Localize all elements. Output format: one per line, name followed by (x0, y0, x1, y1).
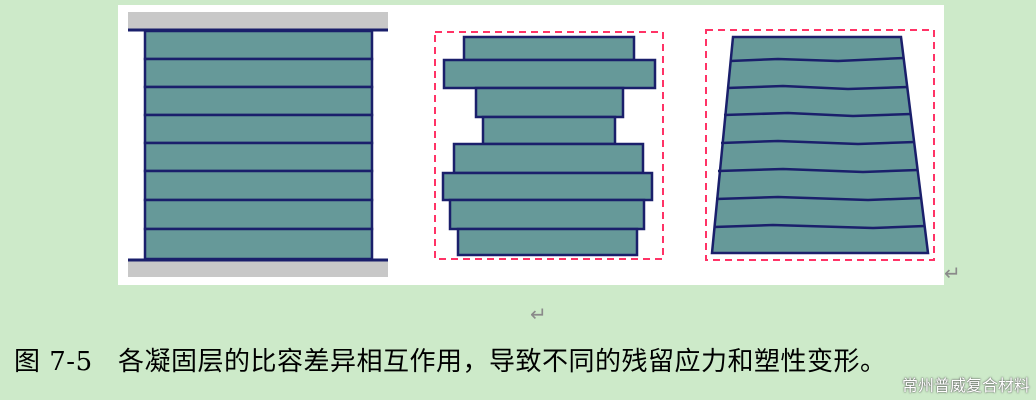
stepped-layers (441, 35, 657, 257)
solidification-layers-figure (118, 5, 944, 285)
layer (452, 142, 645, 175)
layer (143, 141, 374, 173)
paragraph-return-mark: ↵ (944, 261, 961, 285)
caption-text: 各凝固层的比容差异相互作用，导致不同的残留应力和塑性变形。 (118, 347, 887, 377)
deformed-stack (710, 35, 930, 255)
layer (456, 227, 639, 257)
deformed-stack-panel (705, 29, 935, 261)
layer (143, 29, 374, 61)
layer-boundary (717, 167, 919, 174)
layer (474, 86, 625, 119)
figure-number: 图 7-5 (14, 347, 93, 377)
layer-boundary (723, 111, 912, 118)
layer (462, 35, 636, 62)
original-boundary-dashed (434, 31, 664, 260)
figure-caption: 图 7-5 各凝固层的比容差异相互作用，导致不同的残留应力和塑性变形。 (14, 342, 887, 382)
layer (143, 113, 374, 145)
watermark: 常州普威复合材料 (901, 376, 1030, 395)
paragraph-return-mark: ↵ (530, 302, 547, 326)
layer (442, 58, 657, 90)
top-plate (128, 12, 388, 30)
constrained-block-panel (128, 12, 388, 277)
constrained-layers (143, 29, 374, 261)
original-boundary-dashed (705, 29, 935, 261)
stepped-layers-panel (434, 31, 664, 260)
layer-boundary (720, 139, 916, 146)
layer-boundary (726, 84, 909, 91)
layer (448, 198, 646, 231)
layer-boundary (715, 195, 923, 202)
layer (143, 227, 374, 261)
layer (143, 169, 374, 202)
layer (441, 171, 654, 202)
bottom-plate (128, 260, 388, 277)
layer-boundary (713, 223, 926, 230)
layer-boundary (729, 56, 905, 63)
layer (143, 198, 374, 231)
layer (143, 85, 374, 117)
layer (481, 115, 617, 146)
layer (143, 57, 374, 89)
deformed-layer-boundaries (713, 56, 926, 230)
